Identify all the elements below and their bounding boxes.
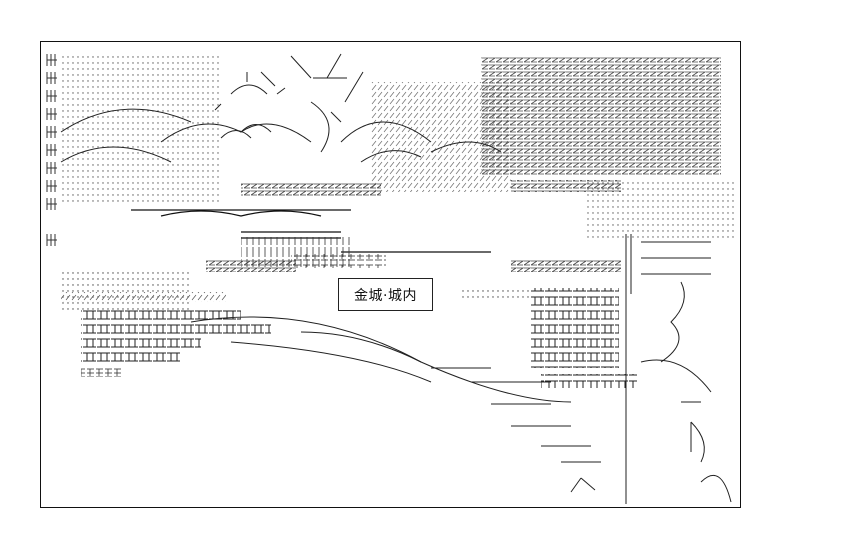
ascii-art-scene (46, 53, 736, 504)
mountain-lines (60, 108, 502, 163)
sun-rays (214, 53, 364, 153)
staircase-lines (431, 367, 601, 493)
location-sign: 金城·城内 (338, 278, 433, 311)
hill-lines (190, 316, 572, 403)
left-column-glyphs (46, 54, 57, 246)
location-sign-label: 金城·城内 (354, 287, 417, 304)
right-tower (625, 234, 732, 504)
artwork-frame: 金城·城内 (40, 41, 741, 508)
